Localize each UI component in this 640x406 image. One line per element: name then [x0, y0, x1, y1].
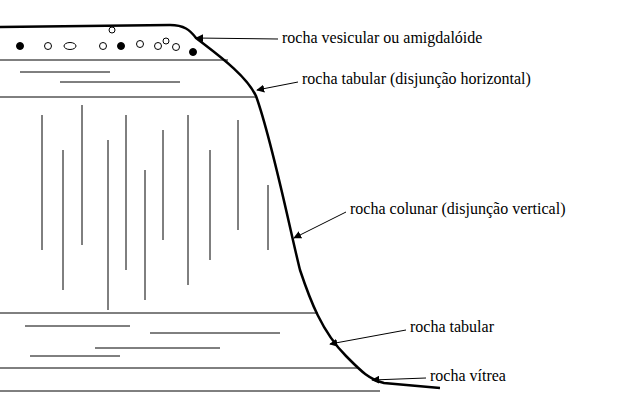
horizontal-joint	[20, 72, 110, 73]
layer-boundary	[0, 368, 358, 369]
horizontal-joint	[150, 333, 280, 334]
leader-arrow	[257, 82, 298, 90]
vertical-joints	[42, 105, 268, 310]
horizontal-joint	[60, 82, 180, 83]
vesicles	[17, 27, 197, 56]
layer-boundary	[0, 391, 380, 392]
layer-boundary	[0, 60, 228, 61]
callout-label: rocha vítrea	[430, 367, 506, 385]
callout-label: rocha colunar (disjunção vertical)	[350, 200, 565, 218]
leader-arrow	[372, 378, 426, 380]
callout-label: rocha tabular	[410, 318, 494, 336]
leader-arrow	[330, 330, 406, 344]
callout-label: rocha tabular (disjunção horizontal)	[302, 70, 531, 88]
horizontal-joint	[25, 326, 130, 327]
leader-arrow	[196, 38, 278, 39]
horizontal-joint	[95, 348, 220, 349]
callout-label: rocha vesicular ou amigdalóide	[282, 29, 482, 47]
layer-boundary	[0, 97, 256, 98]
horizontal-joint	[30, 356, 120, 357]
leader-arrow	[294, 212, 346, 238]
layer-boundary	[0, 313, 318, 314]
